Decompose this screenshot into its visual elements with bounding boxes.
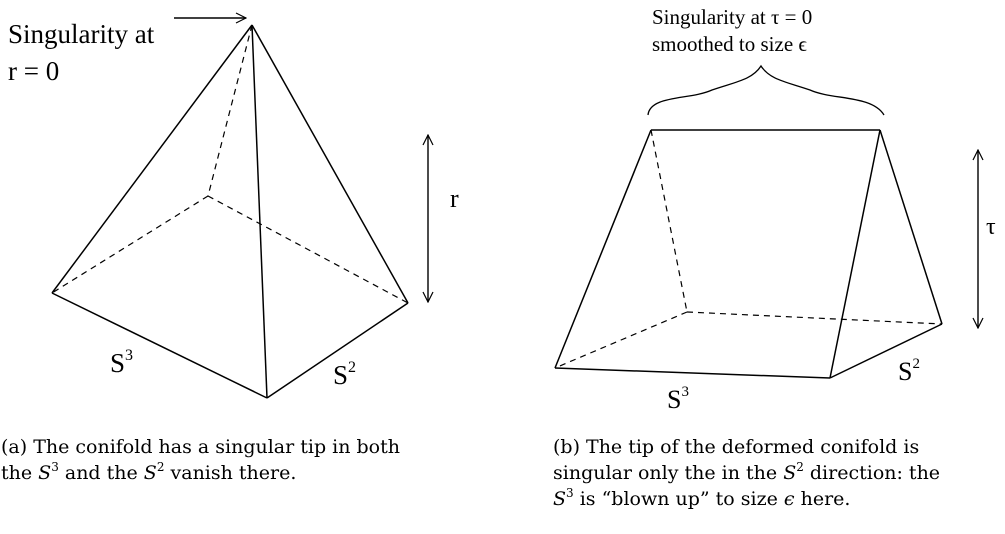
s3-label-b-base: S bbox=[667, 385, 681, 414]
pyramid-base-right-edge bbox=[266, 302, 409, 399]
pyramid-diagram bbox=[51, 24, 409, 399]
epsilon-brace bbox=[647, 64, 885, 116]
caption-b-line2: singular only the in the S2 direction: t… bbox=[553, 460, 1002, 486]
caption-b-epsilon: ϵ bbox=[783, 488, 795, 510]
caption-a-text-3: vanish there. bbox=[164, 462, 297, 484]
caption-b-text-2: direction: the bbox=[803, 462, 941, 484]
caption-b-s3-symbol: S bbox=[553, 488, 567, 510]
s2-label-a-exp: 2 bbox=[348, 359, 356, 376]
prism-base-right bbox=[829, 323, 943, 379]
caption-b-line1: (b) The tip of the deformed conifold is bbox=[553, 436, 920, 458]
pyramid-hidden-base-right bbox=[207, 195, 409, 304]
caption-b-line3: S3 is “blown up” to size ϵ here. bbox=[553, 486, 1002, 512]
caption-a-s3-symbol: S bbox=[38, 462, 52, 484]
caption-b-s2-symbol: S bbox=[783, 462, 797, 484]
s2-label-b-base: S bbox=[898, 357, 912, 386]
prism-hidden-vertical bbox=[650, 129, 688, 313]
caption-b-text-3: is “blown up” to size bbox=[573, 488, 784, 510]
pyramid-hidden-apex-edge bbox=[207, 24, 253, 197]
caption-a-s2-symbol: S bbox=[143, 462, 157, 484]
singularity-label-b-line2: smoothed to size ϵ bbox=[652, 32, 807, 56]
prism-base-front bbox=[554, 367, 831, 379]
deformed-conifold-diagram bbox=[554, 129, 943, 379]
s3-label-a: S3 bbox=[110, 347, 133, 378]
s2-label-b: S2 bbox=[898, 356, 920, 386]
pyramid-edge-apex-front bbox=[251, 24, 268, 399]
pyramid-edge-apex-left bbox=[51, 24, 253, 294]
caption-a-s3-exp: 3 bbox=[51, 460, 59, 474]
height-r-label: r bbox=[450, 184, 459, 213]
prism-front-edge bbox=[829, 129, 881, 379]
pyramid-edge-apex-right bbox=[251, 24, 409, 304]
caption-b-s2-exp: 2 bbox=[796, 460, 804, 474]
caption-a-text-2: and the bbox=[58, 462, 144, 484]
pyramid-base-left-edge bbox=[51, 292, 268, 399]
s3-label-b-exp: 3 bbox=[681, 384, 689, 400]
height-tau-label: τ bbox=[986, 214, 996, 240]
caption-a-text-1: the bbox=[1, 462, 39, 484]
singularity-label-a-line2: r = 0 bbox=[8, 56, 59, 86]
caption-a: (a) The conifold has a singular tip in b… bbox=[1, 434, 441, 486]
s3-label-a-exp: 3 bbox=[125, 347, 133, 364]
prism-hidden-base-left bbox=[554, 311, 688, 369]
caption-a-line2: the S3 and the S2 vanish there. bbox=[1, 460, 441, 486]
caption-b-text-1: singular only the in the bbox=[553, 462, 784, 484]
prism-left-edge bbox=[554, 129, 652, 369]
s2-label-a: S2 bbox=[333, 359, 356, 390]
s2-label-b-exp: 2 bbox=[912, 356, 920, 372]
caption-b-text-4: here. bbox=[794, 488, 851, 510]
singularity-label-a-line1: Singularity at bbox=[8, 19, 155, 49]
caption-b: (b) The tip of the deformed conifold is … bbox=[553, 434, 1002, 512]
singularity-label-b-line1: Singularity at τ = 0 bbox=[652, 5, 812, 29]
s3-label-a-base: S bbox=[110, 348, 125, 378]
s3-label-b: S3 bbox=[667, 384, 689, 414]
caption-a-s2-exp: 2 bbox=[156, 460, 165, 474]
prism-hidden-base-back bbox=[686, 311, 943, 325]
pyramid-hidden-base-left bbox=[51, 195, 209, 294]
s2-label-a-base: S bbox=[333, 360, 348, 390]
prism-right-edge bbox=[879, 129, 943, 325]
caption-a-line1: (a) The conifold has a singular tip in b… bbox=[1, 436, 400, 458]
caption-b-s3-exp: 3 bbox=[566, 486, 574, 500]
